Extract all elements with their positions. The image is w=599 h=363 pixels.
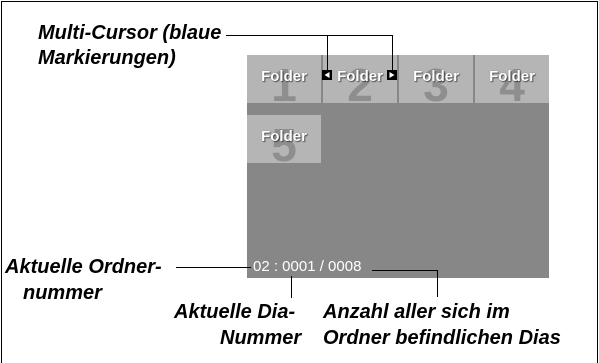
multi-cursor-callout-label: Markierungen) bbox=[38, 47, 176, 69]
folder-number: 5 bbox=[271, 119, 297, 163]
multi-cursor-callout-line bbox=[327, 35, 328, 70]
folder-label: Folder bbox=[261, 68, 307, 85]
slide-number-callout-label: Aktuelle Dia- bbox=[174, 301, 296, 323]
folder-number: 2 bbox=[347, 59, 373, 103]
folder-tile-2[interactable]: 2 Folder bbox=[323, 55, 397, 103]
folder-tile-5[interactable]: 5 Folder bbox=[247, 115, 321, 163]
folder-number: 1 bbox=[271, 59, 297, 103]
folder-label: Folder bbox=[489, 68, 535, 85]
folder-tile-4[interactable]: 4 Folder bbox=[475, 55, 549, 103]
folder-number: 3 bbox=[423, 59, 449, 103]
multi-cursor-callout-line bbox=[226, 35, 393, 36]
slide-number-callout-line bbox=[291, 276, 292, 298]
folder-tile-3[interactable]: 3 Folder bbox=[399, 55, 473, 103]
folder-number-callout-label: Aktuelle Ordner- bbox=[5, 256, 162, 278]
multi-cursor-callout-line bbox=[392, 35, 393, 70]
folder-label: Folder bbox=[261, 128, 307, 145]
multi-cursor-left-icon bbox=[322, 70, 332, 80]
slide-count-callout-line bbox=[372, 270, 438, 271]
multi-cursor-callout-label: Multi-Cursor (blaue bbox=[38, 22, 222, 44]
folder-label: Folder bbox=[337, 68, 383, 85]
folder-number: 4 bbox=[499, 59, 525, 103]
folder-slide-status: 02 : 0001 / 0008 bbox=[253, 258, 362, 275]
folder-number-callout-label: nummer bbox=[23, 282, 102, 304]
slide-count-callout-label: Anzahl aller sich im bbox=[323, 301, 510, 323]
slide-count-callout-line bbox=[437, 270, 438, 297]
folder-number-callout-line bbox=[176, 267, 251, 268]
multi-cursor-right-icon bbox=[387, 70, 397, 80]
slide-count-callout-label: Ordner befindlichen Dias bbox=[323, 327, 561, 349]
slide-number-callout-label: Nummer bbox=[220, 327, 302, 349]
folder-label: Folder bbox=[413, 68, 459, 85]
folder-tile-1[interactable]: 1 Folder bbox=[247, 55, 321, 103]
viewer-screen: 1 Folder 2 Folder 3 Folder 4 Folder 5 Fo… bbox=[247, 55, 549, 278]
